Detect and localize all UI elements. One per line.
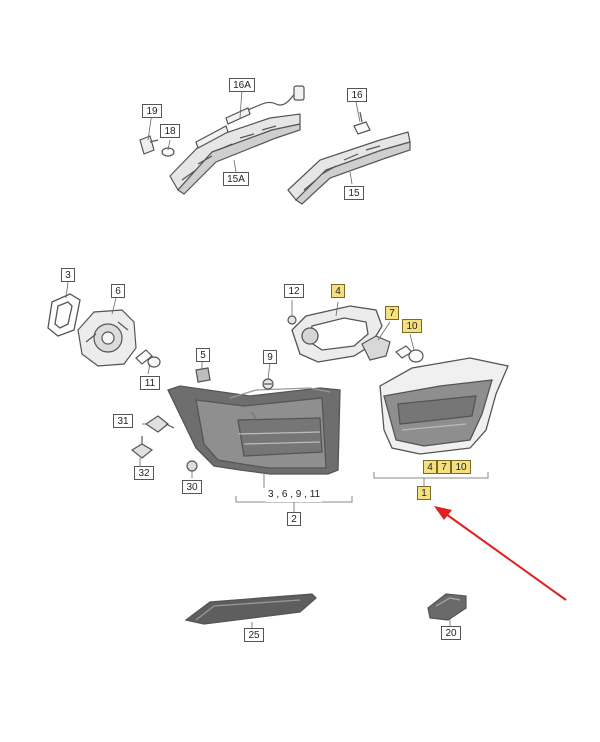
gasket-3 [47, 293, 81, 337]
label-10: 10 [402, 319, 422, 333]
screw-12 [287, 315, 297, 325]
label-group-2-members: 3 , 6 , 9 , 11 [266, 488, 323, 502]
label-7: 7 [385, 306, 399, 320]
label-15: 15 [344, 186, 364, 200]
bulb-carrier-4 [291, 305, 383, 363]
adjuster-31 [144, 415, 175, 433]
label-15a: 15A [223, 172, 249, 186]
brake-light-strip-15 [287, 131, 411, 205]
label-9: 9 [263, 350, 277, 364]
label-12: 12 [284, 284, 304, 298]
pointer-arrow [434, 506, 567, 601]
label-30: 30 [182, 480, 202, 494]
bulb-11 [135, 349, 161, 368]
cover-cap-5 [195, 367, 211, 383]
label-1-member-4: 4 [423, 460, 437, 474]
bulb-holder-16a [195, 85, 305, 149]
label-1-member-10: 10 [451, 460, 471, 474]
bulb-holder-7 [361, 335, 391, 361]
trim-strip-25 [184, 593, 317, 625]
label-5: 5 [196, 348, 210, 362]
licence-plate-light-20 [427, 593, 467, 621]
bulb-16 [353, 111, 371, 135]
leader-lines-bottom [251, 618, 451, 630]
label-20: 20 [441, 626, 461, 640]
clip-9 [262, 378, 274, 390]
label-6: 6 [111, 284, 125, 298]
label-16: 16 [347, 88, 367, 102]
leader-lines-middle [65, 281, 415, 488]
label-1-member-7: 7 [437, 460, 451, 474]
label-32: 32 [134, 466, 154, 480]
inner-tail-light-1 [379, 357, 509, 455]
label-31: 31 [113, 414, 133, 428]
label-11: 11 [140, 376, 160, 390]
label-19: 19 [142, 104, 162, 118]
bulb-holder-6 [77, 309, 137, 367]
group-bracket-2 [235, 496, 353, 512]
label-25: 25 [244, 628, 264, 642]
adjuster-32 [130, 436, 154, 459]
connector-19 [139, 135, 159, 155]
group-bracket-1 [373, 472, 489, 486]
nut-30 [186, 460, 198, 472]
label-1: 1 [417, 486, 431, 500]
bulb-10 [395, 345, 424, 363]
outer-tail-light-2 [167, 385, 341, 475]
label-2: 2 [287, 512, 301, 526]
label-4: 4 [331, 284, 345, 298]
label-16a: 16A [229, 78, 255, 92]
label-3: 3 [61, 268, 75, 282]
label-18: 18 [160, 124, 180, 138]
